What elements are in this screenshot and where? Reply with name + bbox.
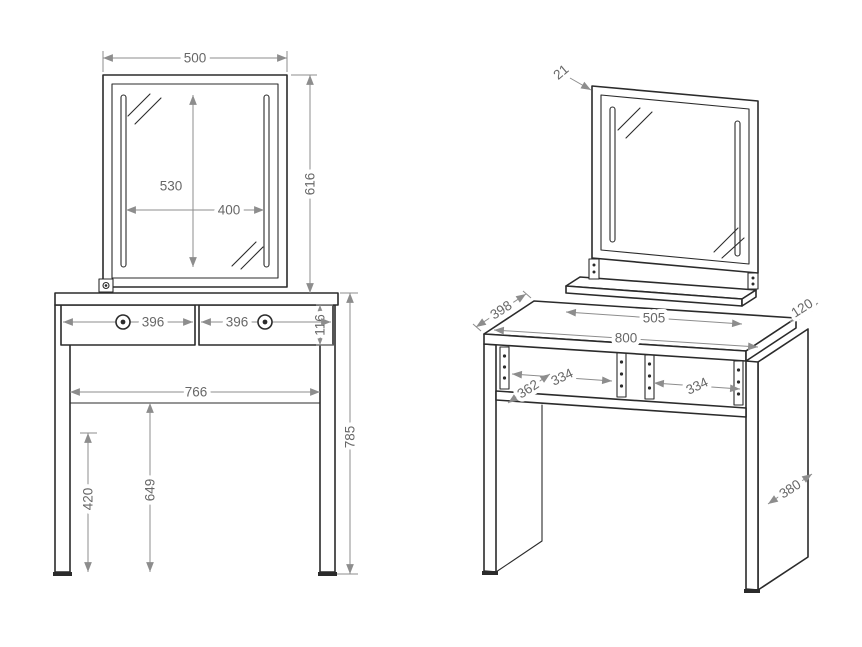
dim-glass-width: 400 <box>125 199 264 222</box>
dim-mirror-width: 500 <box>102 47 288 72</box>
bracket-screw-dot <box>751 276 755 280</box>
screw-dot <box>619 372 624 376</box>
screw-dot <box>619 360 624 364</box>
dim-inner-width: 766 <box>70 381 320 404</box>
dim-underframe-height: 649 <box>139 403 162 572</box>
front-view: 500 530 400 616 116 396 396 <box>53 47 362 576</box>
mirror-glass <box>111 83 279 279</box>
screw-dot <box>502 376 507 380</box>
glass-hatch-line <box>134 97 162 125</box>
dim-label-underframe-height: 649 <box>143 479 158 502</box>
glass-hatch-line <box>231 241 257 267</box>
screw-dot <box>736 392 741 396</box>
right-foot <box>744 589 760 593</box>
mirror-frame <box>591 85 759 274</box>
mirror-slot-right <box>263 94 270 268</box>
screw-dot <box>736 380 741 384</box>
screw-dot <box>502 365 507 369</box>
mirror-slot-left <box>609 106 616 243</box>
mirror-base-end <box>741 289 757 307</box>
dim-label-mirror-base-width: 505 <box>643 311 666 326</box>
dim-drawer-left-width: 396 <box>63 311 193 334</box>
glass-hatch-line <box>127 93 151 117</box>
mirror-frame <box>102 74 288 288</box>
glass-hatch-line <box>721 237 745 259</box>
mirror-bracket-right <box>747 272 759 290</box>
dim-mirror-total-height: 616 <box>291 74 322 293</box>
right-panel-outer-face <box>757 328 809 591</box>
bracket-screw-dot <box>104 284 108 287</box>
bracket-screw-dot <box>751 282 755 286</box>
dim-mirror-base-width: 505 <box>565 307 743 330</box>
dim-clearance-height: 420 <box>77 432 100 572</box>
dim-label-clearance-height: 420 <box>81 488 96 511</box>
dim-total-height: 785 <box>337 292 362 575</box>
dim-label-glass-height: 530 <box>160 179 183 194</box>
tabletop-front <box>54 292 339 306</box>
bracket-screw-dot <box>592 263 596 267</box>
mirror-bracket-left <box>588 258 600 280</box>
screw-dot <box>647 386 652 390</box>
left-foot <box>482 571 498 575</box>
dim-label-apron-height: 116 <box>313 314 328 336</box>
dim-label-mirror-total-height: 616 <box>303 173 318 196</box>
dim-label-top-width: 800 <box>615 331 638 346</box>
dim-label-drawer-left-width: 396 <box>142 315 165 330</box>
left-panel-inner-bottom-edge <box>495 540 543 573</box>
dim-glass-height: 530 <box>156 95 197 267</box>
dim-label-glass-width: 400 <box>218 203 241 218</box>
drawer-knob-left-dot <box>120 319 126 325</box>
niche-bottom-rail <box>495 390 747 418</box>
mirror-slot-right <box>734 120 741 257</box>
screw-dot <box>647 374 652 378</box>
mirror-glass <box>600 94 750 265</box>
dim-label-mirror-width: 500 <box>184 51 207 66</box>
screw-dot <box>619 384 624 388</box>
tabletop-right-face <box>745 317 797 362</box>
right-foot <box>318 572 337 576</box>
glass-hatch-line <box>240 246 264 270</box>
dim-label-total-height: 785 <box>343 426 358 449</box>
glass-hatch-line <box>617 107 641 131</box>
glass-hatch-line <box>625 111 653 139</box>
dim-top-width: 800 <box>493 327 759 351</box>
mirror-perspective <box>591 85 759 274</box>
mirror-slot-left <box>120 94 127 268</box>
perspective-view: 21 398 505 800 120 334 334 <box>472 57 820 593</box>
screw-dot <box>736 368 741 372</box>
glass-hatch-line <box>713 227 739 253</box>
bracket-screw-dot <box>592 270 596 274</box>
screw-dot <box>647 362 652 366</box>
bracket-screw <box>102 281 110 290</box>
dim-label-inner-width: 766 <box>185 385 208 400</box>
screw-dot <box>502 354 507 358</box>
dim-label-drawer-right-width: 396 <box>226 315 249 330</box>
left-foot <box>53 572 72 576</box>
drawer-knob-right-dot <box>262 319 268 325</box>
left-panel-front-edge <box>483 343 497 573</box>
right-panel-front-edge <box>745 360 759 591</box>
